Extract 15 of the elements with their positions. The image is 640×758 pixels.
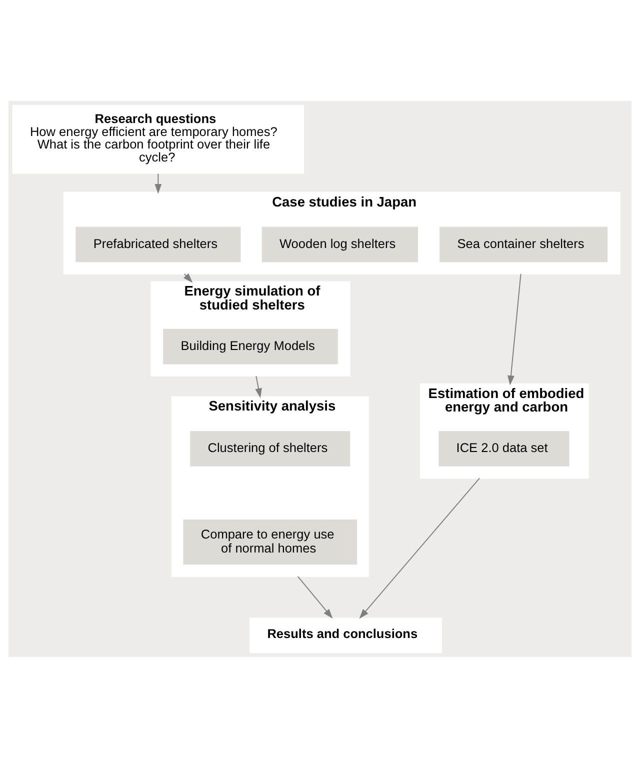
node-box: Sea container shelters xyxy=(440,226,608,262)
node-box: Prefabricated shelters xyxy=(76,226,241,262)
arrow xyxy=(154,173,162,194)
arrow xyxy=(297,576,333,619)
node-box: ICE 2.0 data set xyxy=(438,431,570,466)
node-box: Wooden log shelters xyxy=(262,226,418,262)
arrow xyxy=(255,376,262,398)
node-box: Research questions How energy efficient are temporary homes? What is the carbon footprint over their life cycle? xyxy=(12,104,304,174)
node-box: Results and conclusions xyxy=(250,618,442,654)
node-box: Clustering of shelters xyxy=(190,431,350,466)
node-box: Compare to energy use of normal homes xyxy=(183,519,358,565)
arrow xyxy=(359,478,480,619)
arrow xyxy=(508,273,522,386)
arrow xyxy=(183,273,193,283)
node-box: Building Energy Models xyxy=(163,328,338,364)
